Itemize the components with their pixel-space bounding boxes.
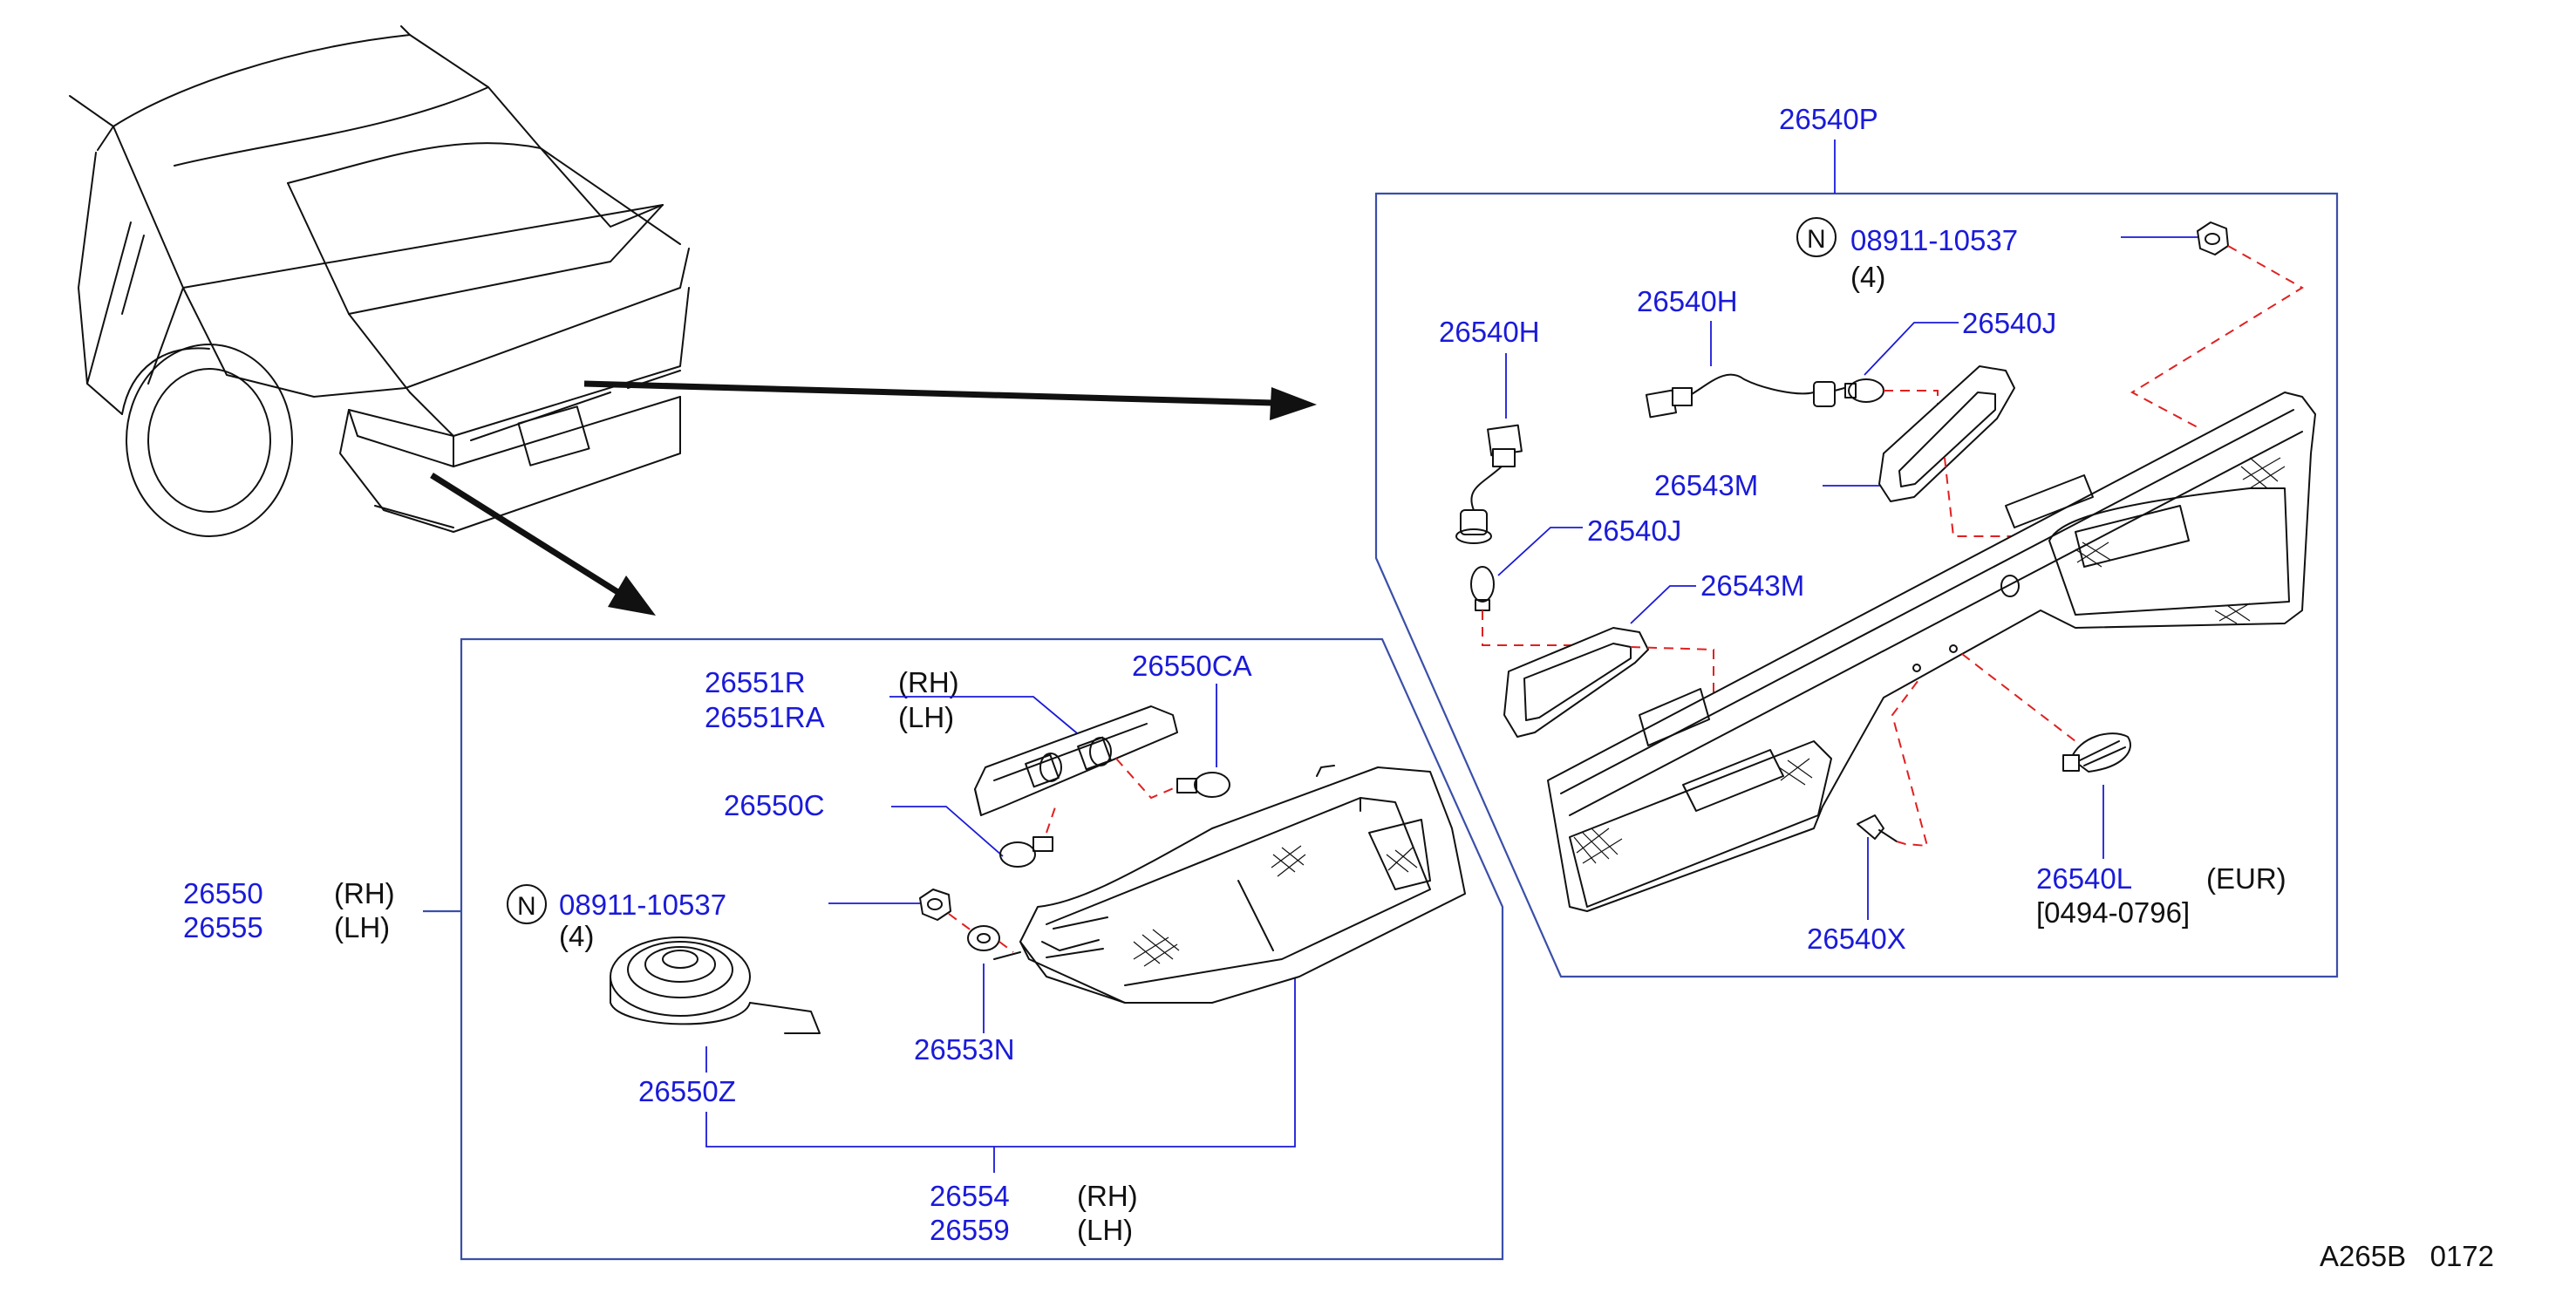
hidden-line-nut-right	[2130, 245, 2304, 428]
circle-n-symbol-right	[1796, 217, 1837, 257]
diagram-reference: A265B 0172	[2320, 1240, 2494, 1272]
part-number-26550[interactable]: 26550	[183, 877, 263, 909]
washer-drawing	[967, 925, 1000, 951]
part-number-26550C[interactable]: 26550C	[724, 789, 825, 821]
part-number-26550CA[interactable]: 26550CA	[1132, 650, 1252, 682]
hidden-line-bulb-ca	[1115, 758, 1176, 800]
lamp-socket-plate	[974, 705, 1178, 816]
finisher-panel-drawing	[1547, 392, 2316, 912]
part-number-26543M-left[interactable]: 26543M	[1700, 569, 1804, 602]
part-number-26540X[interactable]: 26540X	[1807, 923, 1906, 955]
gasket-right-drawing	[1878, 365, 2015, 502]
part-number-26540J-top[interactable]: 26540J	[1962, 307, 2056, 339]
hidden-line-bulb-top	[1884, 390, 1939, 410]
car-rear-illustration	[69, 25, 690, 537]
rear-combination-lamp-body	[993, 765, 1466, 1004]
part-number-26550Z[interactable]: 26550Z	[638, 1075, 736, 1107]
bulb-26550CA-drawing	[1176, 772, 1230, 798]
rear-combination-lamp-box: 26550 (RH) 26555 (LH) 26551R (RH) 26551R…	[183, 637, 1504, 1261]
hidden-line-cap	[1961, 653, 2076, 742]
part-number-08911-10537-right[interactable]: 08911-10537	[1850, 224, 2018, 256]
gasket-left-drawing	[1503, 627, 1649, 738]
nut-right-drawing	[2197, 221, 2229, 255]
hidden-line-gasket-right	[1944, 457, 2033, 537]
part-number-26540H-top[interactable]: 26540H	[1637, 285, 1738, 317]
cap-drawing	[2062, 732, 2131, 773]
hidden-line-washer	[998, 941, 1014, 953]
hidden-line-clip	[1891, 679, 1929, 848]
part-number-26551R[interactable]: 26551R	[705, 666, 806, 698]
bulb-26540J-top-drawing	[1844, 378, 1884, 403]
bulb-26550C-drawing	[999, 836, 1053, 868]
part-number-08911-10537-left[interactable]: 08911-10537	[559, 889, 726, 921]
side-label-lh: (LH)	[334, 911, 390, 943]
hidden-line-bulb-c	[1046, 801, 1058, 834]
hidden-line-nut	[948, 913, 973, 932]
part-number-26559[interactable]: 26559	[930, 1214, 1010, 1246]
nut-qty-right: (4)	[1850, 261, 1885, 293]
circle-n-letter: N	[517, 892, 536, 921]
nut-qty-left: (4)	[559, 920, 594, 952]
seal-coil-drawing	[610, 936, 821, 1034]
harness-left-drawing	[1455, 424, 1523, 544]
socket-side-rh: (RH)	[898, 666, 959, 698]
clip-drawing	[1857, 814, 1898, 842]
body-side-lh: (LH)	[1077, 1214, 1133, 1246]
part-number-26540L[interactable]: 26540L	[2036, 862, 2132, 895]
pointer-arrows	[430, 380, 1317, 616]
part-number-26540P[interactable]: 26540P	[1779, 103, 1878, 135]
part-number-26540J-left[interactable]: 26540J	[1587, 514, 1681, 547]
part-number-26554[interactable]: 26554	[930, 1180, 1010, 1212]
socket-side-lh: (LH)	[898, 701, 954, 733]
circle-n-letter-right: N	[1807, 225, 1826, 254]
body-side-rh: (RH)	[1077, 1180, 1138, 1212]
hidden-line-gasket-left	[1630, 646, 1714, 706]
cap-note-eur: (EUR)	[2206, 862, 2286, 895]
circle-n-symbol	[507, 884, 547, 924]
finisher-lamp-box: 26540P N 08911-10537 (4) 26540H 26540J	[1374, 103, 2339, 978]
part-number-26555[interactable]: 26555	[183, 911, 263, 943]
part-number-26551RA[interactable]: 26551RA	[705, 701, 825, 733]
nut-left-drawing	[919, 889, 951, 921]
part-number-26543M-right[interactable]: 26543M	[1654, 469, 1758, 501]
part-number-26540H-left[interactable]: 26540H	[1439, 316, 1540, 348]
cap-date-range: [0494-0796]	[2036, 896, 2190, 929]
part-number-26553N[interactable]: 26553N	[914, 1033, 1015, 1066]
side-label-rh: (RH)	[334, 877, 395, 909]
bulb-26540J-left-drawing	[1470, 566, 1495, 611]
harness-top-drawing	[1645, 373, 1845, 419]
